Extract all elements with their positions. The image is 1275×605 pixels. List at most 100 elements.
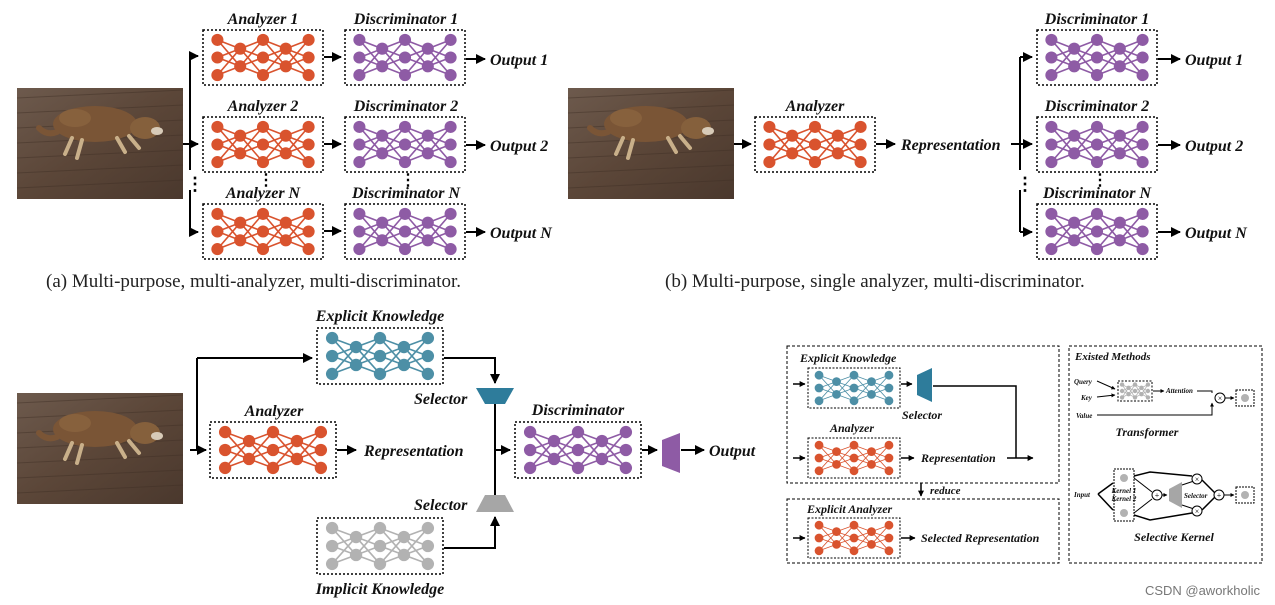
network-node (421, 42, 434, 55)
network-node (302, 138, 315, 151)
dog-photo-a (16, 88, 184, 199)
kernel-2-dot (1120, 509, 1128, 517)
network-node (398, 156, 412, 169)
network-node (242, 452, 256, 466)
network-node (1113, 42, 1126, 55)
network-node (256, 51, 270, 64)
network-node (1119, 395, 1125, 400)
line-selector-to-merge-d (933, 385, 1017, 458)
network-node (814, 440, 824, 450)
network-node (814, 466, 824, 476)
network-node (619, 443, 633, 457)
network-node (523, 443, 537, 457)
network-node (211, 69, 224, 82)
network-node (1139, 392, 1144, 397)
analyzer-network-c (209, 421, 337, 479)
network-node (211, 156, 224, 169)
network-node (376, 147, 389, 160)
network-node (353, 51, 366, 64)
dog-legs (614, 134, 692, 160)
label-selector-top-c: Selector (414, 391, 468, 408)
label-discriminator-n: Discriminator N (351, 185, 461, 202)
network-node (421, 349, 435, 363)
network-node (1045, 207, 1058, 220)
network-node (1113, 60, 1126, 73)
lines-selector-to-mults (1181, 480, 1195, 510)
floor-plank-line (567, 179, 735, 189)
label-analyzer-d: Analyzer (829, 421, 874, 435)
network-node (397, 358, 411, 372)
network-node (1136, 120, 1149, 133)
analyzer-network-n (202, 203, 324, 260)
vertical-ellipsis-b: ⋮ (1016, 174, 1034, 194)
label-analyzer-1: Analyzer 1 (227, 11, 299, 28)
floor-plank-line (16, 454, 184, 464)
network-node (814, 396, 824, 406)
label-key: Key (1080, 394, 1093, 402)
network-node (353, 69, 366, 82)
network-node (1132, 382, 1138, 387)
network-node (353, 33, 366, 46)
network-node (234, 129, 247, 142)
photo-background (17, 393, 183, 504)
network-node (325, 557, 339, 571)
network-node (1090, 69, 1104, 82)
label-representation-d: Representation (920, 451, 996, 465)
network-node (1136, 243, 1149, 256)
network-node (1145, 382, 1151, 387)
network-node (211, 120, 224, 133)
network-node (849, 396, 859, 406)
network-node (814, 546, 824, 556)
label-input: Input (1073, 491, 1091, 499)
network-node (398, 243, 412, 256)
network-node (218, 461, 232, 475)
vertical-ellipsis-a: ⋮ (186, 174, 204, 194)
network-node (849, 383, 859, 393)
network-node (266, 443, 280, 457)
network-node (763, 138, 776, 151)
network-node (1136, 138, 1149, 151)
output-box-transformer (1235, 389, 1255, 407)
discriminator-network-c (514, 421, 642, 479)
network-node (831, 147, 844, 160)
line-value-to-mult (1097, 402, 1214, 416)
network-node (353, 207, 366, 220)
network-node (421, 539, 435, 553)
network-node (314, 443, 328, 457)
network-node (786, 147, 799, 160)
label-selective-kernel: Selective Kernel (1134, 530, 1214, 544)
analyzer-network-2 (202, 116, 324, 173)
label-output-2-b: Output 2 (1185, 138, 1243, 155)
lines-kernels-to-mults (1133, 471, 1193, 521)
network-node (808, 120, 822, 133)
network-node (444, 51, 457, 64)
kernel-1-dot (1120, 474, 1128, 482)
dog-photo-b (567, 88, 735, 199)
network-node (373, 557, 387, 571)
dog-photo-c (16, 393, 184, 504)
label-query: Query (1074, 378, 1093, 386)
network-node (1113, 216, 1126, 229)
network-node (373, 367, 387, 381)
discriminator-network-2-b (1036, 116, 1158, 173)
network-node (444, 156, 457, 169)
network-node (353, 156, 366, 169)
network-node (1139, 385, 1144, 390)
discriminator-network-2 (344, 116, 466, 173)
network-node (1113, 129, 1126, 142)
network-node (353, 138, 366, 151)
label-selector-sk: Selector (1184, 492, 1208, 500)
network-node (867, 527, 876, 536)
network-node (1068, 60, 1081, 73)
label-representation-b: Representation (900, 137, 1001, 154)
network-node (256, 33, 270, 46)
multiply-node-sk-2 (1191, 505, 1203, 517)
label-output-1-b: Output 1 (1185, 52, 1243, 69)
network-node (1113, 147, 1126, 160)
vertical-ellipsis-discriminator: ⋮ (400, 172, 416, 189)
network-node (376, 60, 389, 73)
network-node (867, 460, 876, 469)
network-node (867, 377, 876, 386)
line-attention-to-mult (1197, 390, 1213, 393)
floor-plank-line (16, 149, 184, 159)
